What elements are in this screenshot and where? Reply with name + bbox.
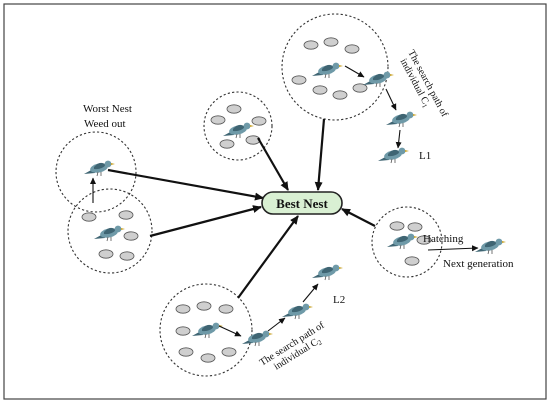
arrow-topright-to-best [314,118,326,191]
l2-label: L2 [333,294,345,306]
egg [352,83,368,93]
egg [118,210,134,220]
arrow-right-to-best [341,208,376,227]
hatching-arrow [427,245,479,252]
egg [389,221,405,231]
egg [210,115,226,125]
egg [344,44,360,54]
best-nest-hub: Best Nest [261,191,343,215]
l1-label: L1 [419,150,431,162]
path2-arrow [218,325,242,337]
egg [175,326,191,336]
egg [196,301,212,311]
path1-arrow [344,65,365,78]
path1-arrow [385,88,397,111]
search-path-2-subscript: 2 [316,338,324,347]
egg [219,139,235,149]
search-path-1-subscript: 1 [420,103,429,110]
egg [291,75,307,85]
path2-arrow [302,283,319,303]
egg [221,347,237,357]
nest-left [67,188,153,274]
egg [178,347,194,357]
weed-out-label: Weed out [84,118,126,130]
egg [123,231,139,241]
best-nest-label: Best Nest [276,196,328,211]
egg [98,249,114,259]
path2-arrow [267,317,286,332]
egg [119,251,135,261]
next-generation-label: Next generation [443,258,514,270]
egg [332,90,348,100]
arrow-bottom-to-best [237,215,299,299]
path1-arrow [395,129,402,149]
egg [323,37,339,47]
egg [404,256,420,266]
egg [407,222,423,232]
egg [226,104,242,114]
arrow-left-to-best [149,205,262,238]
nest-bottom [159,283,253,377]
best-nest-box [261,191,343,215]
egg [312,85,328,95]
hatching-label: Hatching [423,233,464,245]
egg [175,304,191,314]
egg [81,212,97,222]
egg [200,353,216,363]
nest-right [371,206,443,278]
arrow-topmid-to-best [257,137,289,191]
worst-nest-label: Worst Nest [83,103,132,115]
egg [303,40,319,50]
nest-top-middle [203,91,273,161]
nest-worst [55,131,137,213]
egg [251,116,267,126]
egg [218,304,234,314]
nest-top-right [281,13,389,121]
arrow-worst-to-best [107,168,264,201]
